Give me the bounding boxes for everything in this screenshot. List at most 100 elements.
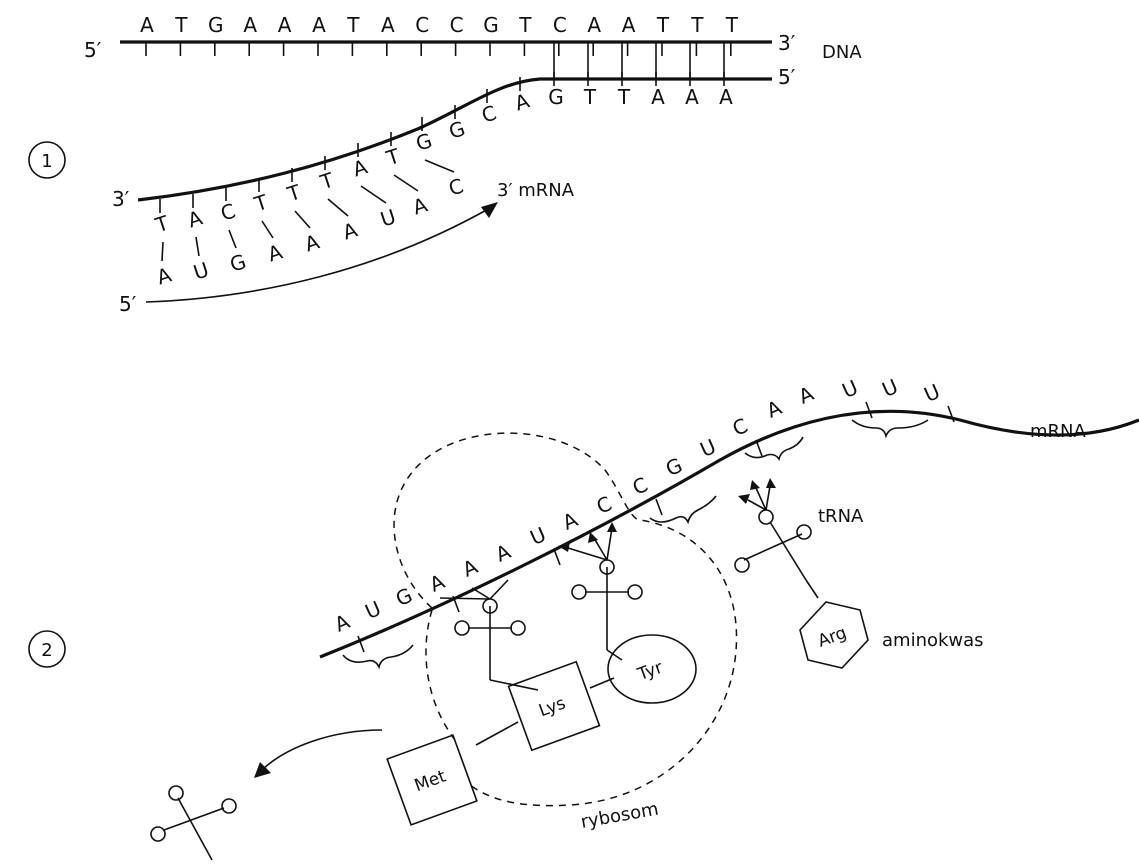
mrna-codon-tick [553, 548, 561, 566]
dna-coding-base: T [725, 13, 739, 37]
mrna-base: A [492, 539, 515, 567]
dna-coding-base: C [415, 13, 429, 37]
step-2-marker [28, 630, 66, 668]
svg-text:Arg: Arg [815, 623, 849, 652]
dna-coding-base: A [140, 13, 154, 37]
dna-label: DNA [822, 42, 862, 63]
mrna-base: U [920, 379, 943, 407]
mrna-base: C [593, 491, 616, 519]
dna-template-base: T [251, 189, 272, 216]
mrna-nascent-base: A [340, 217, 361, 244]
mrna-nascent-base: U [377, 204, 398, 231]
dna-coding-base: A [622, 13, 636, 37]
codon-brace-cgu [649, 495, 717, 525]
mrna-pair-bond [327, 198, 349, 217]
dna-coding-base: A [312, 13, 326, 37]
mrna-nascent-base: C [446, 173, 467, 200]
dna-template-base: T [284, 179, 305, 206]
dna-coding-ticks [145, 42, 732, 56]
dna-template-base: T [317, 167, 338, 194]
trna-lys [439, 579, 539, 691]
mrna-base: A [459, 554, 482, 582]
step-1-marker [28, 141, 66, 179]
dna-template-base: T [152, 210, 173, 237]
mrna-base: G [392, 583, 416, 611]
dna-template-strand [137, 77, 772, 202]
mrna-codon-tick [357, 635, 365, 653]
peptide-bond-met-lys [475, 721, 519, 746]
mrna-base: A [331, 609, 354, 637]
dna-coding-base: A [243, 13, 257, 37]
mrna-nascent-base: A [410, 192, 431, 219]
mrna-pair-bond [424, 159, 455, 173]
dna-coding-base: G [208, 13, 224, 37]
mrna-nascent-base: A [154, 262, 175, 289]
mrna-codon-tick [865, 401, 873, 419]
dna-coding-base: T [656, 13, 670, 37]
mrna-base: A [763, 395, 786, 423]
mrna-codon-ticks [357, 401, 955, 653]
dna-template-base: A [651, 85, 665, 109]
mrna-codon-tick [755, 439, 763, 457]
dna-template-base: G [548, 85, 564, 109]
release-arrow [261, 729, 383, 771]
dna-template-base: T [583, 85, 597, 109]
dna-template-base: C [479, 100, 500, 127]
mrna-pair-bond [228, 229, 237, 249]
mrna-nascent-base: G [227, 249, 249, 277]
dna-template-base: A [185, 205, 206, 232]
amino-acid-label: aminokwas [882, 630, 984, 651]
svg-text:Tyr: Tyr [634, 658, 665, 686]
ribosome-label: rybosom [579, 799, 660, 833]
dna-coding-base: G [483, 13, 499, 37]
mrna-base: U [696, 434, 719, 462]
codon-brace-caa [744, 436, 804, 461]
mrna-base: U [878, 374, 901, 402]
mrna-nascent-base: U [190, 257, 211, 284]
trna-arg-free [734, 478, 819, 599]
mrna-pair-bond [261, 220, 274, 239]
dna-template-base: G [413, 128, 435, 156]
trna-released [150, 785, 237, 861]
step-1-number: 1 [41, 151, 52, 172]
dna-coding-base: C [553, 13, 567, 37]
amino-acid-lys: Lys [507, 660, 601, 752]
mrna-label: mRNA [1030, 421, 1087, 442]
mrna-codon-tick [947, 405, 955, 423]
trna-tyr [558, 522, 643, 661]
mrna-codon-tick [655, 498, 663, 516]
dna-coding-base: T [518, 13, 532, 37]
dna-template-base: C [218, 198, 239, 225]
mrna-pair-bond [195, 236, 200, 257]
dna-coding-base: A [587, 13, 601, 37]
mrna-nascent-base: A [265, 239, 286, 266]
codon-brace-uuu [851, 419, 929, 439]
mrna-base: U [361, 596, 384, 624]
mrna-strand [319, 409, 1139, 659]
ribosome-outline [393, 432, 738, 807]
dna-top-3-prime: 3′ [778, 31, 796, 55]
dna-coding-base: T [346, 13, 360, 37]
dna-template-base: T [383, 143, 404, 170]
trna-label: tRNA [818, 506, 864, 527]
amino-acid-tyr: Tyr [607, 634, 697, 704]
dna-bottom-5-prime: 5′ [778, 65, 796, 89]
mrna-pair-bond [393, 174, 419, 192]
mrna-base: A [426, 569, 449, 597]
mrna-nascent-strand [145, 207, 491, 303]
mrna-base: C [729, 413, 752, 441]
codon-brace-aug [342, 644, 414, 670]
step-2-number: 2 [41, 640, 52, 661]
mrna-dna-pair-bonds [161, 159, 455, 262]
mrna-pair-bond [294, 210, 311, 229]
dna-coding-base: C [450, 13, 464, 37]
svg-text:Lys: Lys [536, 693, 568, 721]
dna-bottom-3-prime: 3′ [112, 187, 130, 211]
dna-coding-base: T [690, 13, 704, 37]
mrna-base: G [662, 453, 686, 481]
dna-template-base: A [719, 85, 733, 109]
dna-template-base: A [350, 154, 371, 181]
